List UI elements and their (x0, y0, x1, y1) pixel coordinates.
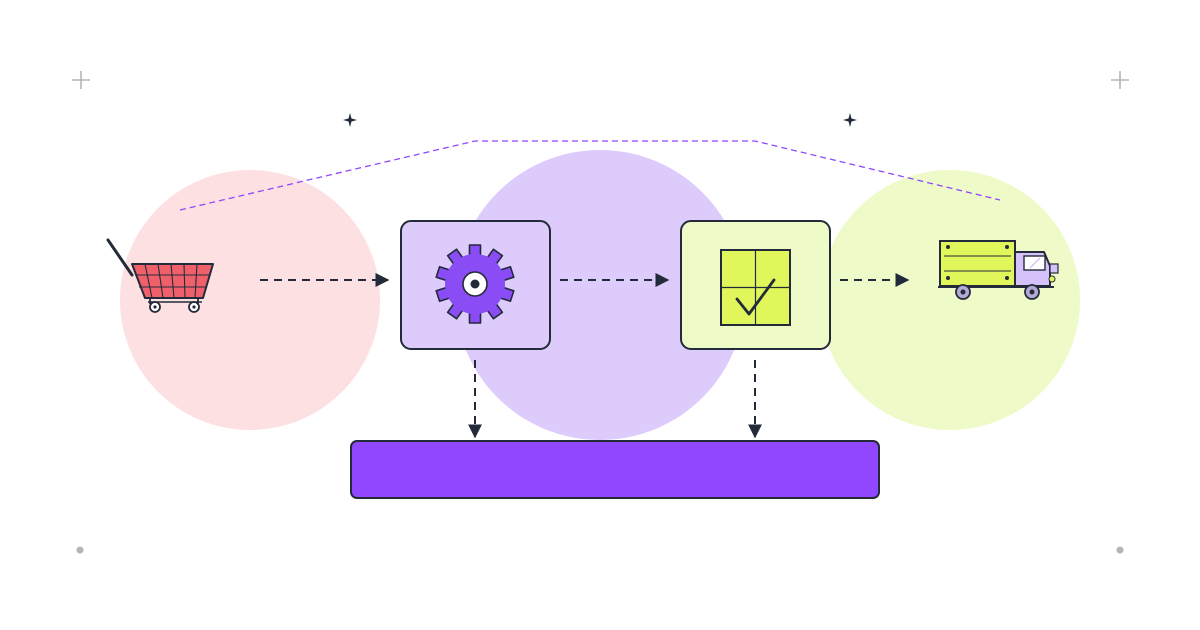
gear-icon (435, 244, 515, 324)
cart-stage-circle (120, 170, 380, 430)
delivery-stage-circle (820, 170, 1080, 430)
corner-dot-bottom-right (1116, 546, 1124, 554)
checkmark-document-icon (720, 249, 791, 326)
overall-flow-arc (179, 140, 1001, 211)
shopping-cart-icon (106, 238, 214, 313)
system-bar (350, 440, 880, 499)
sparkle-right (843, 113, 857, 127)
corner-plus-top-right (1111, 71, 1129, 89)
delivery-truck-icon (938, 240, 1059, 300)
sparkle-left (343, 113, 357, 127)
corner-dot-bottom-left (76, 546, 84, 554)
corner-plus-top-left (72, 71, 90, 89)
